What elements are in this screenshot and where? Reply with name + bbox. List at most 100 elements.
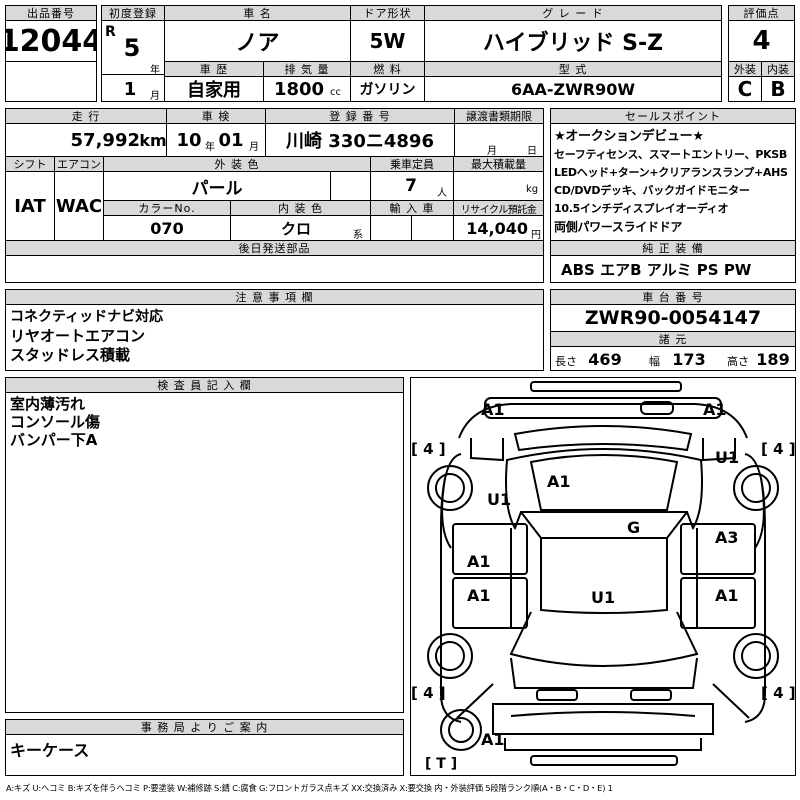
ac: WAC bbox=[54, 171, 104, 241]
mark-door-fr: A3 bbox=[715, 528, 739, 547]
chassis: ZWR90-0054147 bbox=[550, 304, 796, 332]
later-parts-label: 後日発送部品 bbox=[5, 240, 544, 256]
import-label: 輸 入 車 bbox=[370, 200, 454, 216]
inspector-notes: 室内薄汚れ コンソール傷 バンパー下A bbox=[5, 392, 404, 713]
mark-door-fl: A1 bbox=[467, 552, 491, 571]
sales-points: ★オークションデビュー★ セーフティセンス、スマートエントリー、PKSB LED… bbox=[550, 123, 796, 241]
ext-color-label: 外 装 色 bbox=[103, 156, 371, 172]
grade-label: グ レ ー ド bbox=[424, 5, 722, 21]
score: 4 bbox=[728, 20, 795, 62]
mark-roof: G bbox=[627, 518, 641, 537]
first-reg-month: 1 月 bbox=[101, 74, 165, 102]
mark-door-rr: A1 bbox=[715, 586, 739, 605]
score-label: 評価点 bbox=[728, 5, 795, 21]
recycle-label: リサイクル預託金 bbox=[453, 200, 544, 216]
office-note: キーケース bbox=[5, 734, 404, 776]
spare-tire: [ T ] bbox=[425, 756, 458, 772]
sales-point-line: LEDヘッド+ターン+クリアランスランプ+AHS bbox=[554, 166, 788, 179]
reg-no: 川崎 330ニ4896 bbox=[265, 123, 455, 157]
tire-front-right: [ 4 ] bbox=[761, 440, 796, 458]
int-score: B bbox=[761, 76, 795, 102]
model: 6AA-ZWR90W bbox=[424, 76, 722, 102]
notes-label: 注 意 事 項 欄 bbox=[5, 289, 544, 305]
transfer-label: 譲渡書類期限 bbox=[454, 108, 544, 124]
inspection: 10 年 01 月 bbox=[166, 123, 266, 157]
note-line: スタッドレス積載 bbox=[10, 346, 131, 364]
mileage: 57,992 km bbox=[5, 123, 167, 157]
capacity-label: 乗車定員 bbox=[370, 156, 454, 172]
genuine-equipment: ABS エアB アルミ PS PW bbox=[550, 255, 796, 283]
door-type: 5W bbox=[350, 20, 425, 62]
mark-windshield: A1 bbox=[547, 472, 571, 491]
mark-front-left: A1 bbox=[481, 400, 505, 419]
int-color-label: 内 装 色 bbox=[230, 200, 371, 216]
history-label: 車 歴 bbox=[164, 61, 264, 77]
tire-rear-left: [ 4 ] bbox=[411, 684, 446, 702]
displacement-label: 排 気 量 bbox=[263, 61, 351, 77]
car-name: ノア bbox=[164, 20, 351, 62]
color-no-label: カラーNo. bbox=[103, 200, 231, 216]
transfer: 月 日 bbox=[454, 123, 544, 157]
inspector-line: バンパー下A bbox=[10, 431, 98, 449]
tire-front-left: [ 4 ] bbox=[411, 440, 446, 458]
tire-rear-right: [ 4 ] bbox=[761, 684, 796, 702]
sales-point-line: 10.5インチディスプレイオーディオ bbox=[554, 202, 729, 215]
grade: ハイブリッド S-Z bbox=[424, 20, 722, 62]
fuel: ガソリン bbox=[350, 76, 425, 102]
sales-point-line: セーフティセンス、スマートエントリー、PKSB bbox=[554, 148, 788, 161]
car-outline bbox=[427, 381, 779, 766]
import bbox=[370, 215, 412, 241]
door-label: ドア形状 bbox=[350, 5, 425, 21]
inspection-label: 車 検 bbox=[166, 108, 266, 124]
mark-fender-left: U1 bbox=[487, 490, 512, 509]
car-name-label: 車 名 bbox=[164, 5, 351, 21]
mark-front-right: A1 bbox=[703, 400, 727, 419]
sales-point-line: CD/DVDデッキ、バックガイドモニター bbox=[554, 184, 750, 197]
model-label: 型 式 bbox=[424, 61, 722, 77]
genuine-label: 純 正 装 備 bbox=[550, 240, 796, 256]
max-load-label: 最大積載量 bbox=[453, 156, 544, 172]
damage-diagram: A1 A1 [ 4 ] [ 4 ] U1 A1 U1 G A3 A1 A1 U1… bbox=[410, 377, 796, 776]
color-no: 070 bbox=[103, 215, 231, 241]
ext-color-blank bbox=[330, 171, 371, 201]
office-label: 事 務 局 よ り ご 案 内 bbox=[5, 719, 404, 735]
mark-rear: A1 bbox=[481, 730, 505, 749]
max-load: kg bbox=[453, 171, 544, 201]
fuel-label: 燃 料 bbox=[350, 61, 425, 77]
inspector-line: コンソール傷 bbox=[10, 413, 101, 431]
mark-door-rl: A1 bbox=[467, 586, 491, 605]
lot-label: 出品番号 bbox=[5, 5, 97, 21]
notes: コネクティッドナビ対応 リヤオートエアコン スタッドレス積載 bbox=[5, 304, 544, 371]
sales-point-line: 両側パワースライドドア bbox=[554, 220, 683, 234]
recycle: 14,040 円 bbox=[453, 215, 544, 241]
first-reg-year: R 5 年 bbox=[101, 20, 165, 75]
first-reg-label: 初度登録 bbox=[101, 5, 165, 21]
shift-label: シフト bbox=[5, 156, 55, 172]
inspector-label: 検 査 員 記 入 欄 bbox=[5, 377, 404, 393]
int-score-label: 内装 bbox=[761, 61, 795, 77]
ext-score: C bbox=[728, 76, 762, 102]
mark-center: U1 bbox=[591, 588, 616, 607]
reg-no-label: 登 録 番 号 bbox=[265, 108, 455, 124]
legend: A:キズ U:ヘコミ B:キズを伴うヘコミ P:要塗装 W:補修跡 S:錆 C:… bbox=[6, 783, 613, 793]
displacement: 1800 cc bbox=[263, 76, 351, 102]
ext-color: パール bbox=[103, 171, 331, 201]
chassis-label: 車 台 番 号 bbox=[550, 289, 796, 305]
import-2 bbox=[411, 215, 454, 241]
dims-label: 諸 元 bbox=[550, 331, 796, 347]
sales-point-line: ★オークションデビュー★ bbox=[554, 129, 704, 144]
sales-points-label: セールスポイント bbox=[550, 108, 796, 124]
lot-blank bbox=[5, 61, 97, 102]
capacity: 7 人 bbox=[370, 171, 454, 201]
note-line: リヤオートエアコン bbox=[10, 327, 146, 345]
dims: 長さ 469 幅 173 高さ 189 bbox=[550, 346, 796, 371]
int-color: クロ 系 bbox=[230, 215, 371, 241]
note-line: コネクティッドナビ対応 bbox=[10, 309, 164, 325]
later-parts bbox=[5, 255, 544, 283]
mark-fender-right: U1 bbox=[715, 448, 740, 467]
ext-score-label: 外装 bbox=[728, 61, 762, 77]
inspector-line: 室内薄汚れ bbox=[10, 395, 86, 413]
ac-label: エアコン bbox=[54, 156, 104, 172]
mileage-label: 走 行 bbox=[5, 108, 167, 124]
lot-number: 12044 bbox=[5, 20, 97, 62]
